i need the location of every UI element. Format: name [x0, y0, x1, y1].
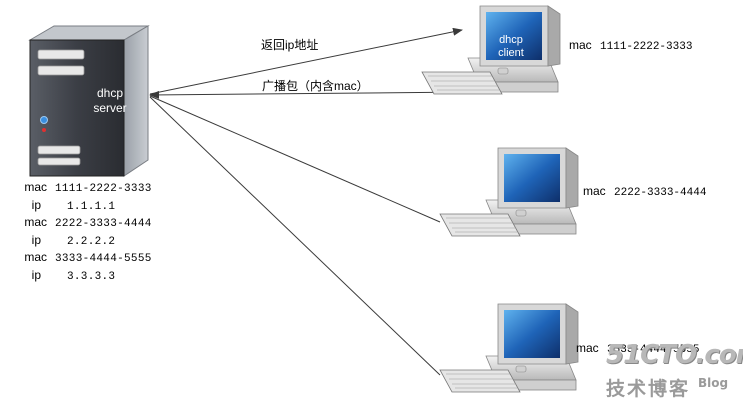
client-label-line2: client — [498, 47, 524, 59]
table-value: 2222-3333-4444 — [55, 218, 152, 230]
table-value: 3.3.3.3 — [67, 271, 116, 283]
client-3-mac-key: mac — [576, 341, 599, 355]
client-2-mac: mac 2222-3333-4444 — [583, 184, 706, 199]
server-label: dhcp server — [80, 86, 140, 116]
watermark-blog: Blog — [698, 376, 729, 390]
table-row: ip 1.1.1.1 — [15, 198, 115, 213]
client-computer-icon — [439, 147, 579, 237]
broadcast-arrow — [149, 90, 471, 99]
broadcast-label: 广播包（内含mac） — [262, 79, 369, 93]
table-row: mac 1111-2222-3333 — [15, 180, 152, 195]
table-key: mac — [24, 215, 47, 229]
server-icon — [28, 25, 150, 177]
server-label-line2: server — [93, 101, 127, 115]
server-label-line1: dhcp — [96, 86, 124, 100]
table-key: ip — [31, 268, 41, 282]
table-row: ip 3.3.3.3 — [15, 268, 115, 283]
client-label: dhcp client — [486, 34, 536, 60]
client-1-mac-value: 1111-2222-3333 — [600, 41, 693, 53]
table-value: 2.2.2.2 — [67, 236, 116, 248]
link-line-client-2 — [149, 95, 441, 223]
table-row: mac 2222-3333-4444 — [15, 215, 152, 230]
client-computer-icon — [439, 303, 579, 393]
table-key: ip — [31, 233, 41, 247]
client-2-mac-key: mac — [583, 184, 606, 198]
watermark-site: 51CTO.com — [606, 340, 743, 370]
table-key: mac — [24, 250, 47, 264]
return-ip-arrow — [149, 27, 463, 95]
table-value: 3333-4444-5555 — [55, 253, 152, 265]
client-label-line1: dhcp — [499, 34, 523, 46]
client-3-mac-value: 3333-4444-5555 — [607, 344, 700, 356]
client-computer-icon — [421, 5, 561, 95]
client-1-mac-key: mac — [569, 38, 592, 52]
table-row: ip 2.2.2.2 — [15, 233, 115, 248]
link-line-client-3 — [149, 96, 441, 376]
table-key: ip — [31, 198, 41, 212]
client-3-mac: mac 3333-4444-5555 — [576, 341, 699, 356]
table-row: mac 3333-4444-5555 — [15, 250, 152, 265]
table-value: 1111-2222-3333 — [55, 183, 152, 195]
return-ip-label: 返回ip地址 — [261, 38, 319, 52]
table-key: mac — [24, 180, 47, 194]
client-2-mac-value: 2222-3333-4444 — [614, 187, 707, 199]
table-value: 1.1.1.1 — [67, 201, 116, 213]
watermark-cn: 技术博客 — [606, 378, 691, 400]
client-1-mac: mac 1111-2222-3333 — [569, 38, 692, 53]
